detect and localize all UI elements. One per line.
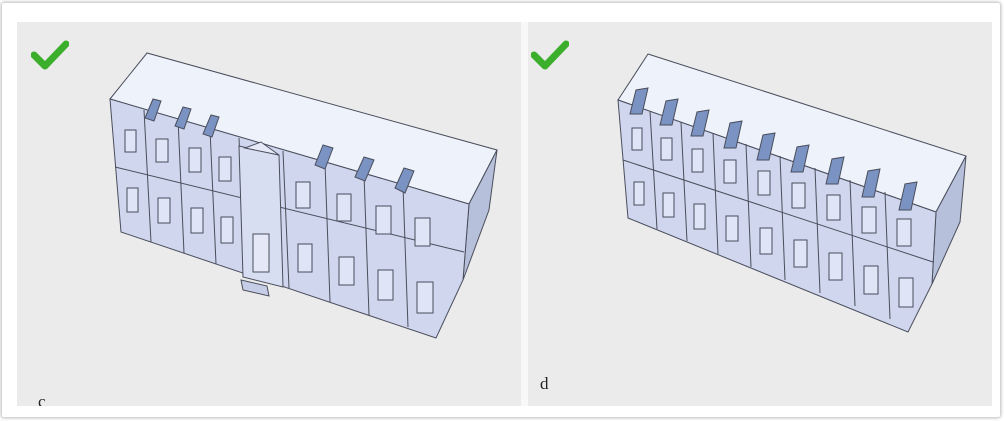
checkmark-icon (531, 40, 569, 70)
dormer (144, 98, 162, 122)
dormer (354, 156, 375, 182)
window (723, 159, 737, 184)
checkmark-icon (31, 40, 69, 70)
window (660, 137, 673, 161)
panel-label-c: c (38, 392, 46, 406)
dormer (314, 144, 334, 170)
panel-divider (521, 22, 528, 406)
window (126, 187, 139, 213)
window (633, 181, 645, 206)
dormer (690, 109, 710, 137)
window (691, 148, 704, 173)
dormer (202, 114, 220, 138)
window (631, 127, 643, 151)
window (759, 227, 773, 255)
dormer (898, 181, 918, 211)
window (896, 218, 912, 247)
window (826, 194, 841, 221)
window (336, 193, 352, 222)
window (863, 265, 879, 295)
building-model-d (617, 53, 967, 333)
window (861, 206, 877, 234)
window (416, 281, 434, 314)
figure-frame: c (2, 3, 1000, 417)
window (190, 207, 204, 234)
window (297, 243, 313, 273)
panel-c: c (17, 22, 521, 406)
window (338, 256, 355, 286)
window (220, 216, 234, 244)
window (828, 252, 843, 281)
window (414, 217, 431, 247)
window (793, 239, 808, 268)
window (375, 205, 392, 235)
steps (240, 279, 270, 297)
window (377, 269, 394, 301)
building-model-c (109, 52, 498, 339)
dormer (790, 144, 810, 173)
dormer (861, 168, 881, 198)
window (725, 215, 739, 242)
window (898, 277, 914, 308)
window (295, 181, 311, 209)
panel-label-d: d (540, 374, 549, 393)
dormer (756, 132, 776, 161)
window (693, 203, 706, 230)
window (218, 156, 232, 182)
window (188, 147, 202, 173)
door (252, 233, 270, 273)
window (757, 170, 771, 196)
window (157, 197, 171, 224)
window (791, 182, 806, 209)
dormer (394, 167, 415, 194)
dormer (659, 98, 679, 126)
panel-d: d (528, 22, 992, 406)
dormer (825, 156, 845, 185)
window (662, 192, 675, 218)
dormer (629, 87, 649, 115)
dormer (174, 106, 192, 130)
window (155, 138, 169, 163)
dormer (723, 120, 743, 149)
window (124, 129, 137, 153)
